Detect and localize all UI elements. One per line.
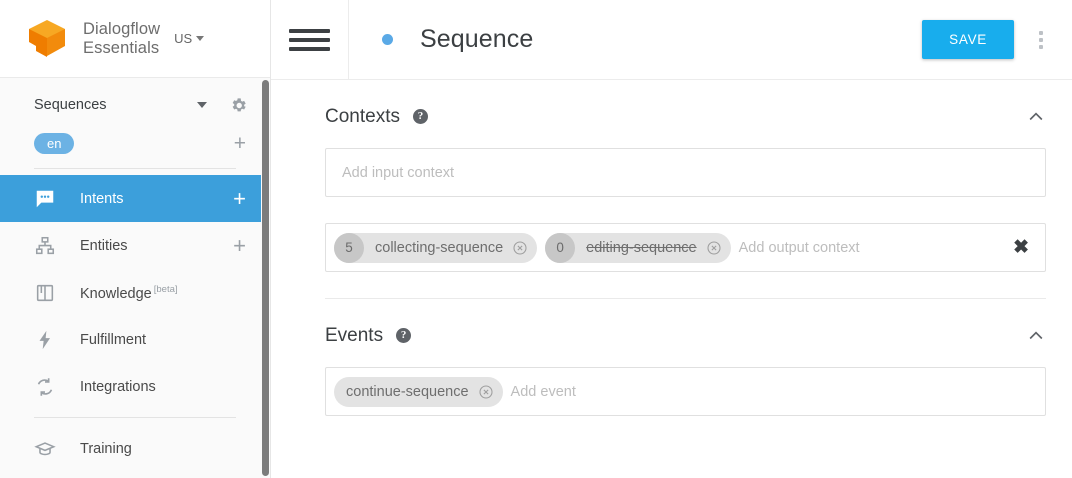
save-button[interactable]: SAVE: [922, 20, 1014, 59]
chevron-up-icon[interactable]: [1026, 326, 1046, 346]
caret-down-icon[interactable]: [197, 102, 207, 108]
sidebar-item-label: Training: [80, 440, 132, 457]
caret-down-icon: [196, 36, 205, 41]
add-intent-button[interactable]: +: [233, 185, 246, 211]
help-icon[interactable]: ?: [412, 109, 428, 124]
chevron-up-icon[interactable]: [1026, 107, 1046, 127]
training-graduation-cap-icon: [34, 438, 56, 460]
main-panel: Sequence SAVE Contexts ? Add input conte…: [271, 0, 1072, 478]
event-chip[interactable]: continue-sequence: [334, 376, 503, 407]
event-name: continue-sequence: [346, 383, 469, 400]
knowledge-book-icon: [34, 282, 56, 304]
sidebar-item-label: Knowledge[beta]: [80, 284, 178, 302]
agent-selector-row: Sequences: [0, 86, 270, 124]
input-context-placeholder: Add input context: [342, 164, 455, 181]
region-selector[interactable]: US: [174, 31, 205, 46]
sidebar-item-intents[interactable]: Intents +: [0, 175, 270, 222]
contexts-section-header: Contexts ?: [325, 80, 1046, 140]
cancel-circle-icon[interactable]: [706, 240, 722, 256]
sidebar-item-fulfillment[interactable]: Fulfillment: [0, 316, 270, 363]
agent-name[interactable]: Sequences: [34, 97, 107, 113]
top-bar: Sequence SAVE: [271, 0, 1072, 80]
sidebar-divider-top: [34, 168, 236, 169]
output-context-chip[interactable]: 5 collecting-sequence: [334, 232, 538, 263]
section-divider: [325, 298, 1046, 299]
intents-speech-bubble-icon: [34, 188, 56, 210]
sidebar-item-label: Intents: [80, 190, 124, 207]
sidebar-item-training[interactable]: Training: [0, 425, 270, 472]
input-context-field[interactable]: Add input context: [325, 148, 1046, 197]
close-x-icon[interactable]: ✖: [1013, 237, 1029, 258]
content-area: Contexts ? Add input context 5 collectin…: [271, 80, 1072, 416]
output-context-placeholder: Add output context: [738, 239, 860, 256]
sidebar-item-label: Integrations: [80, 378, 156, 395]
output-context-chip[interactable]: 0 editing-sequence: [545, 232, 731, 263]
add-entity-button[interactable]: +: [233, 232, 246, 258]
help-icon[interactable]: ?: [396, 328, 412, 343]
knowledge-label-text: Knowledge: [80, 285, 152, 302]
gear-icon[interactable]: [229, 96, 248, 115]
events-title: Events: [325, 324, 384, 346]
sidebar-item-label: Entities: [80, 237, 128, 254]
fulfillment-bolt-icon: [34, 329, 56, 351]
language-row: en +: [0, 124, 270, 162]
context-lifespan: 5: [334, 232, 364, 263]
sidebar-item-integrations[interactable]: Integrations: [0, 363, 270, 410]
toolbar-divider: [348, 0, 349, 80]
cancel-circle-icon[interactable]: [512, 240, 528, 256]
sidebar-item-label: Fulfillment: [80, 331, 147, 348]
brand-line-1: Dialogflow: [83, 19, 161, 38]
events-section-header: Events ?: [325, 299, 1046, 359]
events-field[interactable]: continue-sequence Add event: [325, 367, 1046, 416]
sidebar: Dialogflow Essentials US Sequences en +: [0, 0, 271, 478]
dialogflow-cube-logo: [24, 16, 70, 62]
sidebar-item-knowledge[interactable]: Knowledge[beta]: [0, 269, 270, 316]
context-name: editing-sequence: [586, 239, 697, 256]
hamburger-menu-icon[interactable]: [289, 28, 330, 51]
unsaved-changes-dot: [382, 34, 393, 45]
events-placeholder: Add event: [510, 383, 576, 400]
cancel-circle-icon[interactable]: [478, 384, 494, 400]
region-label: US: [174, 31, 193, 46]
sidebar-nav: Intents + Entities +: [0, 175, 270, 472]
brand-name: Dialogflow Essentials: [83, 20, 160, 58]
page-title: Sequence: [420, 25, 534, 53]
sidebar-item-entities[interactable]: Entities +: [0, 222, 270, 269]
more-vert-icon[interactable]: [1024, 30, 1058, 49]
sidebar-scrollbar-thumb[interactable]: [262, 80, 269, 476]
context-lifespan: 0: [545, 232, 576, 263]
brand-line-2: Essentials: [83, 38, 160, 57]
context-name: collecting-sequence: [375, 239, 504, 256]
output-context-field[interactable]: 5 collecting-sequence 0 editing-sequence: [325, 223, 1046, 272]
sidebar-divider-bottom: [34, 417, 236, 418]
contexts-title: Contexts: [325, 105, 400, 127]
add-language-button[interactable]: +: [233, 131, 246, 155]
beta-badge: [beta]: [153, 283, 178, 295]
entities-hierarchy-icon: [34, 235, 56, 257]
integrations-sync-icon: [34, 376, 56, 398]
language-chip-en[interactable]: en: [34, 132, 75, 154]
brand-header: Dialogflow Essentials US: [0, 0, 270, 78]
